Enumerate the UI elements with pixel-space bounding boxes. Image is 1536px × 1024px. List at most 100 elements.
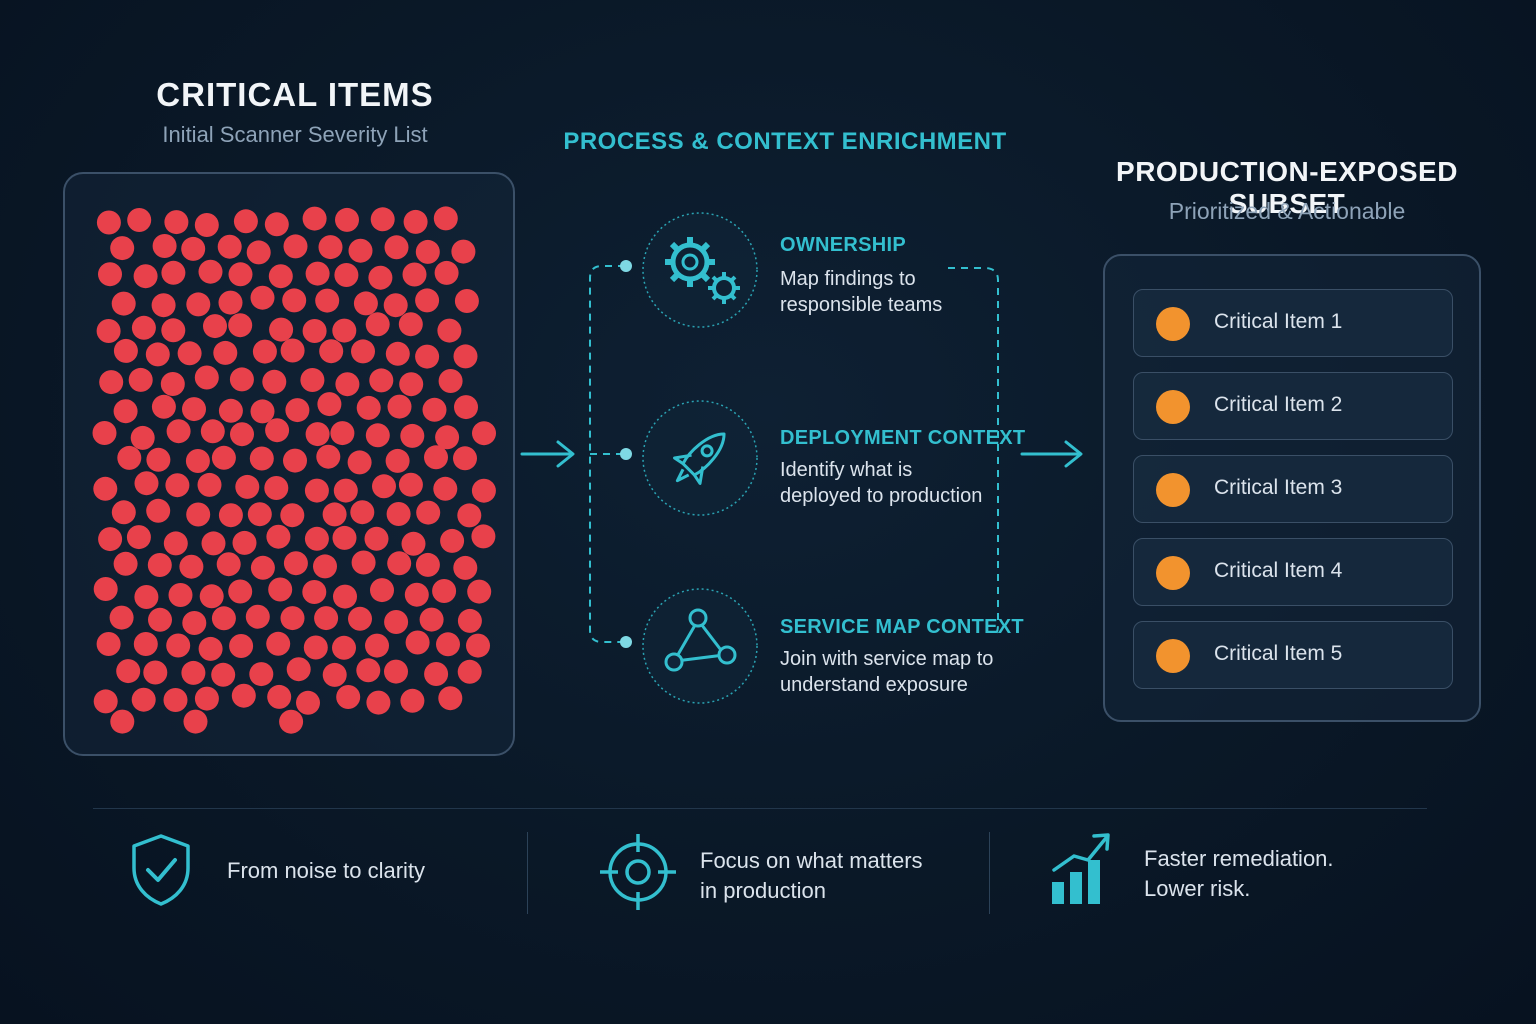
critical-dot <box>268 264 293 289</box>
critical-dot <box>302 580 327 604</box>
gears-icon <box>642 212 758 328</box>
critical-dot <box>232 530 257 555</box>
critical-dot <box>332 525 357 550</box>
critical-dot <box>117 445 142 470</box>
critical-dot <box>218 290 243 315</box>
critical-items-title: CRITICAL ITEMS <box>156 76 434 113</box>
step-deployment-line1: Identify what is <box>780 459 913 481</box>
critical-dot <box>128 367 153 392</box>
critical-dot <box>201 531 226 556</box>
flow-arrow-right <box>1020 440 1083 468</box>
critical-dot <box>262 369 287 394</box>
critical-dot <box>266 524 291 549</box>
critical-dot <box>368 265 393 290</box>
critical-dot <box>250 555 275 580</box>
critical-dot <box>300 368 325 392</box>
critical-dot <box>179 554 204 579</box>
critical-dot <box>415 288 440 313</box>
critical-dot <box>133 264 158 289</box>
growth-chart-icon <box>1052 833 1110 904</box>
critical-dot <box>161 260 186 285</box>
critical-item-label: Critical Item 2 <box>1214 393 1343 416</box>
critical-dot <box>250 285 275 310</box>
critical-dot <box>280 338 305 363</box>
critical-dot <box>304 526 329 551</box>
critical-item-dot <box>1156 473 1190 507</box>
critical-dot <box>387 551 412 576</box>
critical-dot <box>302 206 327 231</box>
critical-dot <box>229 367 254 392</box>
critical-dot <box>229 634 254 658</box>
critical-dot <box>318 235 343 260</box>
critical-dot <box>315 288 340 313</box>
critical-dot <box>246 240 271 265</box>
critical-dot <box>131 315 156 340</box>
critical-dot <box>322 502 347 527</box>
critical-dot <box>419 607 444 632</box>
critical-dot <box>437 318 462 343</box>
critical-dot <box>316 444 341 469</box>
critical-dot <box>415 239 440 264</box>
critical-dot <box>401 531 426 556</box>
critical-dot <box>198 259 223 284</box>
critical-dot <box>211 662 236 687</box>
critical-dot <box>233 209 258 234</box>
critical-dot <box>200 419 225 444</box>
critical-dot <box>467 579 492 604</box>
critical-dot <box>161 318 186 343</box>
critical-dot <box>350 500 375 525</box>
critical-dot <box>384 659 408 684</box>
shield-check-icon <box>132 834 190 906</box>
critical-dot <box>399 372 424 397</box>
critical-dot <box>113 399 138 424</box>
connector-dot <box>620 260 632 272</box>
critical-dot <box>351 339 375 364</box>
critical-item-card: Critical Item 2 <box>1133 372 1453 440</box>
critical-dot <box>415 344 440 369</box>
critical-dot <box>265 418 290 443</box>
critical-dot <box>217 234 242 259</box>
production-subset-title: PRODUCTION-EXPOSED SUBSET <box>1116 156 1458 219</box>
critical-dot <box>351 550 376 575</box>
critical-dot <box>98 262 122 287</box>
critical-dot <box>113 338 138 363</box>
critical-item-label: Critical Item 3 <box>1214 476 1343 499</box>
critical-dot <box>218 398 243 423</box>
critical-dot <box>266 631 291 656</box>
critical-dot <box>130 425 155 450</box>
critical-dot <box>471 524 496 549</box>
critical-dot <box>453 446 477 471</box>
critical-dot <box>151 293 176 318</box>
critical-dot <box>249 662 274 687</box>
critical-dot <box>109 605 134 630</box>
critical-dot <box>96 319 121 343</box>
critical-dot <box>348 606 372 631</box>
critical-dot <box>356 395 381 420</box>
critical-dot <box>283 448 307 473</box>
critical-dot <box>264 212 289 237</box>
critical-dot <box>472 421 496 446</box>
step-service-map-line2: understand exposure <box>780 674 968 696</box>
critical-item-dot <box>1156 307 1190 341</box>
critical-dot <box>434 260 459 285</box>
critical-dot <box>228 262 253 287</box>
network-graph-icon <box>642 588 758 704</box>
critical-dot <box>322 662 347 687</box>
critical-dot <box>333 478 358 503</box>
critical-dot <box>400 688 425 713</box>
critical-dot <box>92 421 117 445</box>
critical-dot <box>185 449 210 473</box>
process-enrichment-title: PROCESS & CONTEXT ENRICHMENT <box>563 128 1007 155</box>
critical-dot <box>457 608 482 633</box>
critical-dot <box>282 288 307 313</box>
critical-dot <box>438 686 463 711</box>
critical-dot <box>127 208 152 232</box>
critical-dot <box>384 235 409 260</box>
critical-dot <box>314 606 339 631</box>
critical-dot <box>211 606 236 631</box>
critical-dot <box>302 319 327 343</box>
critical-dot <box>183 709 208 734</box>
critical-dot <box>285 398 310 423</box>
critical-dot <box>451 239 476 264</box>
critical-dot <box>268 577 293 602</box>
